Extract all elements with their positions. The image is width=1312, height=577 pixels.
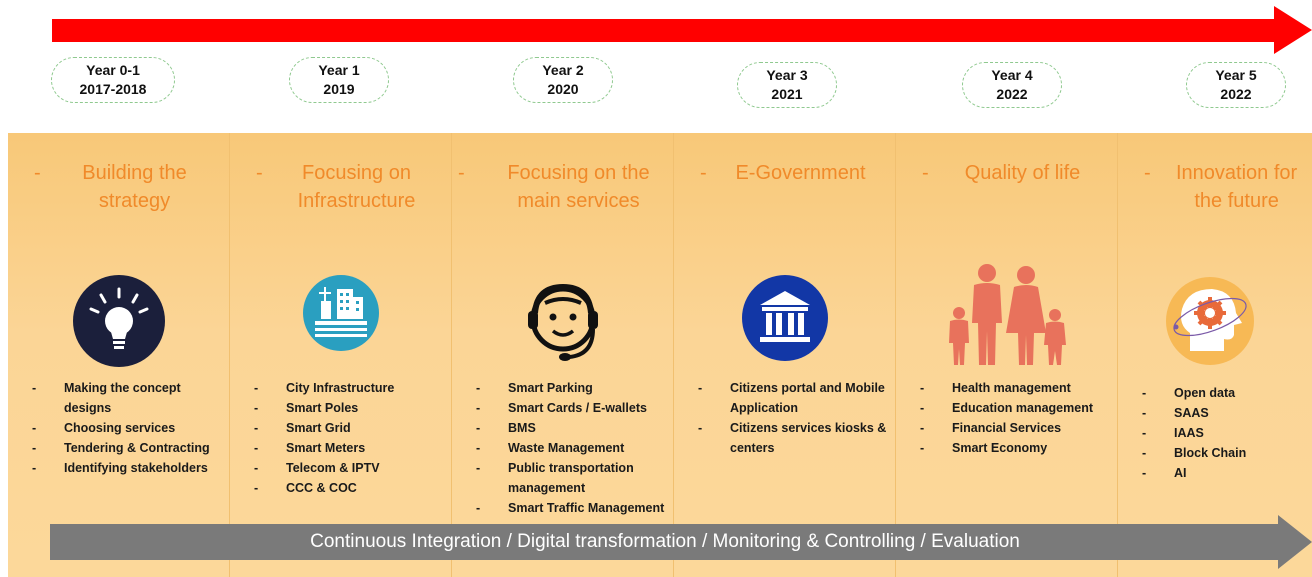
headset-agent-icon [527,283,598,361]
list-item: Smart Cards / E-wallets [452,398,673,418]
list-item: Open data [1118,383,1312,403]
list-item: Health management [896,378,1117,398]
phase-items: Making the concept designs Choosing serv… [8,378,229,478]
list-item: IAAS [1118,423,1312,443]
list-item: City Infrastructure [230,378,451,398]
lightbulb-icon [72,275,165,367]
year-badge-2: Year 2 2020 [513,57,613,103]
phase-column-3: - E-Government Citizens portal and Mobil… [674,133,896,577]
year-period: 2022 [996,86,1028,102]
list-item: Smart Parking [452,378,673,398]
continuous-process-arrow [50,515,1312,569]
list-item: Public transportation management [452,458,673,498]
year-badge-3: Year 3 2021 [737,62,837,108]
list-item: Making the concept designs [8,378,229,418]
innovation-head-gear-icon [1166,277,1254,365]
list-item: Tendering & Contracting [8,438,229,458]
phase-items: City Infrastructure Smart Poles Smart Gr… [230,378,451,498]
year-period: 2020 [547,81,579,97]
list-item: CCC & COC [230,478,451,498]
phase-items: Citizens portal and Mobile Application C… [674,378,895,458]
phase-column-4: - Quality of life Health management Educ… [896,133,1118,577]
list-item: Smart Economy [896,438,1117,458]
list-item: Smart Grid [230,418,451,438]
year-period: 2019 [323,81,355,97]
list-item: Citizens services kiosks & centers [674,418,895,458]
year-label: Year 0-1 [86,62,140,78]
year-period: 2021 [771,86,803,102]
list-item: Education management [896,398,1117,418]
phase-title: - E-Government [700,162,866,184]
phase-items: Open data SAAS IAAS Block Chain AI [1118,383,1312,483]
year-badge-1: Year 1 2019 [289,57,389,103]
year-period: 2017-2018 [79,81,147,97]
year-period: 2022 [1220,86,1252,102]
year-label: Year 1 [318,62,360,78]
list-item: Telecom & IPTV [230,458,451,478]
list-item: Choosing services [8,418,229,438]
city-infrastructure-icon [302,275,379,351]
list-item: Waste Management [452,438,673,458]
list-item: AI [1118,463,1312,483]
government-building-icon [741,275,828,361]
year-label: Year 4 [991,67,1033,83]
family-icon [948,264,1066,365]
list-item: Citizens portal and Mobile Application [674,378,895,418]
year-badge-0: Year 0-1 2017-2018 [51,57,175,103]
process-banner-label: Continuous Integration / Digital transfo… [310,531,1020,552]
list-item: Smart Meters [230,438,451,458]
year-badge-4: Year 4 2022 [962,62,1062,108]
list-item: Block Chain [1118,443,1312,463]
phase-items: Smart Parking Smart Cards / E-wallets BM… [452,378,673,518]
list-item: Smart Poles [230,398,451,418]
list-item: Identifying stakeholders [8,458,229,478]
timeline-arrow [52,6,1312,54]
list-item: SAAS [1118,403,1312,423]
phase-items: Health management Education management F… [896,378,1117,458]
phase-title: - Quality of life [922,162,1081,184]
year-label: Year 3 [766,67,808,83]
year-label: Year 5 [1215,67,1257,83]
list-item: Financial Services [896,418,1117,438]
year-badge-5: Year 5 2022 [1186,62,1286,108]
list-item: Smart Traffic Management [452,498,673,518]
year-label: Year 2 [542,62,584,78]
list-item: BMS [452,418,673,438]
